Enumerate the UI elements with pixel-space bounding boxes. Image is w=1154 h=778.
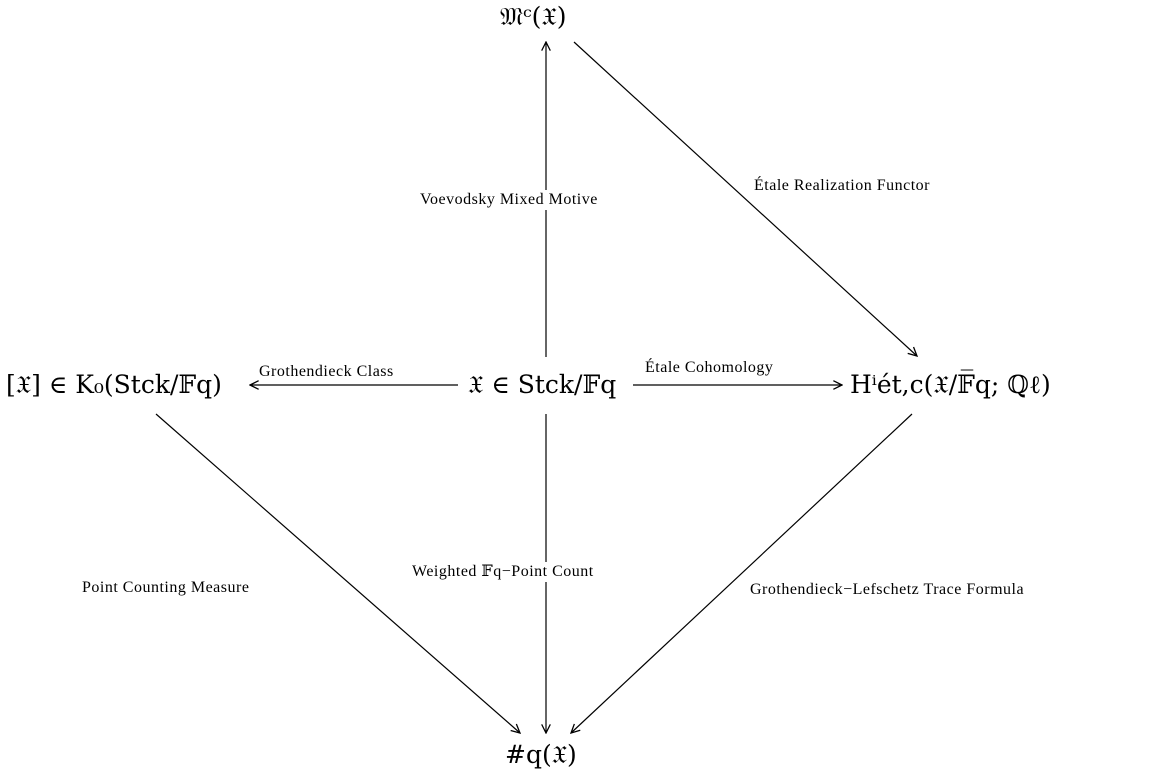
label-weighted-point-count: Weighted 𝔽q−Point Count xyxy=(410,562,596,582)
arrow-motive-to-etale-cohomology xyxy=(573,41,917,356)
node-k0-class: [𝔛] ∈ K₀(Stck/𝔽q) xyxy=(6,370,222,399)
node-mixed-motive: 𝔐ᶜ(𝔛) xyxy=(500,2,567,31)
node-stack: 𝔛 ∈ Stck/𝔽q xyxy=(468,370,617,399)
arrow-etale-cohomology-to-point-count xyxy=(571,413,913,733)
arrow-k0-class-to-point-count xyxy=(155,413,520,733)
node-etale-cohomology-group: Hⁱét,c(𝔛/𝔽̅q; ℚℓ) xyxy=(850,370,1051,399)
label-voevodsky-mixed-motive: Voevodsky Mixed Motive xyxy=(418,190,600,210)
label-etale-cohomology: Étale Cohomology xyxy=(645,359,774,376)
label-grothendieck-class: Grothendieck Class xyxy=(259,363,394,380)
label-etale-realization-functor: Étale Realization Functor xyxy=(754,177,930,194)
node-point-count: #q(𝔛) xyxy=(505,740,577,769)
label-trace-formula: Grothendieck−Lefschetz Trace Formula xyxy=(750,581,1025,598)
label-point-counting-measure: Point Counting Measure xyxy=(82,579,250,596)
